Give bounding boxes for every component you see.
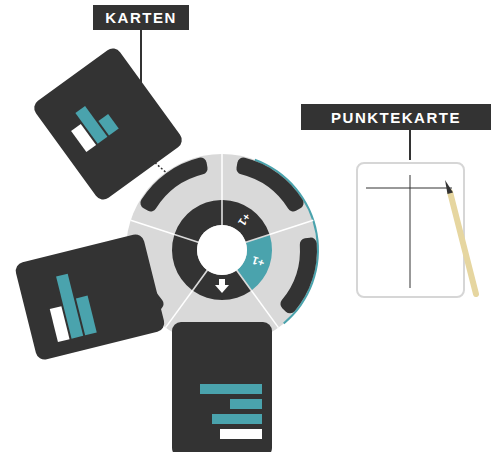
leader-line (140, 30, 142, 86)
score-symbol: +1 (236, 211, 252, 228)
label-tag: PUNKTEKARTE (301, 104, 491, 130)
card (14, 233, 166, 362)
arrow-symbol (215, 279, 229, 293)
score-symbol: +1 (250, 255, 265, 269)
card (31, 45, 186, 203)
wheel-divider (221, 154, 223, 200)
wheel-hub (197, 225, 247, 275)
leader-line (409, 130, 411, 160)
label-tag: KARTEN (93, 5, 189, 30)
wheel-divider (131, 220, 175, 234)
card (172, 322, 272, 452)
wheel-pad (236, 158, 303, 212)
wheel-divider (270, 220, 314, 234)
tag-text: PUNKTEKARTE (331, 110, 461, 125)
wheel-pad (280, 238, 317, 314)
score-card (357, 163, 464, 297)
pencil (445, 180, 476, 294)
tag-text: KARTEN (105, 10, 177, 25)
dotted-line (152, 160, 170, 176)
